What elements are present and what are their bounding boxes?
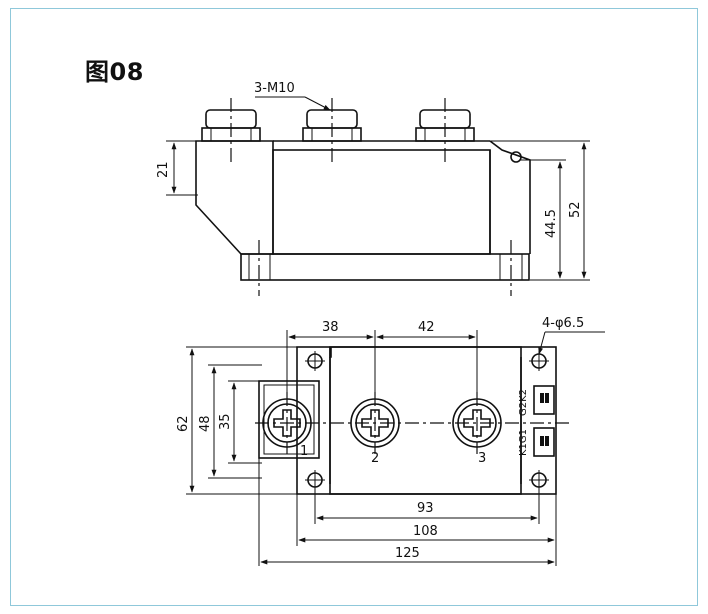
dim-width-outer: 62 bbox=[176, 415, 191, 432]
dim-terminal-height: 21 bbox=[156, 161, 171, 178]
dim-width-inner: 35 bbox=[218, 413, 233, 430]
dim-pitch-2: 42 bbox=[418, 320, 435, 335]
terminal-1-frame bbox=[258, 380, 320, 459]
terminal-label-2: 2 bbox=[371, 451, 379, 466]
side-main-housing bbox=[272, 149, 491, 255]
dim-pitch-1: 38 bbox=[322, 320, 339, 335]
callout-bolts: 3-M10 bbox=[254, 81, 295, 96]
mounting-hole-tl bbox=[305, 351, 325, 371]
side-baseplate bbox=[240, 253, 530, 281]
side-right-housing bbox=[489, 140, 531, 254]
terminal-label-3: 3 bbox=[478, 451, 486, 466]
side-view: 3-M10 21 44.5 52 bbox=[156, 81, 590, 296]
dim-length-125: 125 bbox=[395, 546, 420, 561]
figure-title: 图08 bbox=[85, 58, 144, 86]
aux-label-bottom: K1G1 bbox=[518, 429, 529, 456]
aux-label-top: G2K2 bbox=[518, 389, 529, 416]
callout-holes: 4-φ6.5 bbox=[542, 316, 584, 331]
side-left-housing bbox=[195, 140, 274, 255]
aux-connector-bottom bbox=[533, 427, 555, 457]
dim-total-height: 52 bbox=[568, 201, 583, 218]
dim-length-93: 93 bbox=[417, 501, 434, 516]
side-aux-pin bbox=[510, 151, 522, 163]
dim-width-mid: 48 bbox=[198, 415, 213, 432]
top-baseplate bbox=[296, 346, 557, 495]
dim-length-108: 108 bbox=[413, 524, 438, 539]
drawing-frame bbox=[10, 8, 698, 606]
aux-connector-top bbox=[533, 385, 555, 415]
dim-body-height: 44.5 bbox=[544, 209, 559, 238]
terminal-label-1: 1 bbox=[300, 444, 308, 459]
top-view: 1 2 3 G2K2 K1G1 38 42 4-φ6.5 62 bbox=[176, 316, 605, 566]
